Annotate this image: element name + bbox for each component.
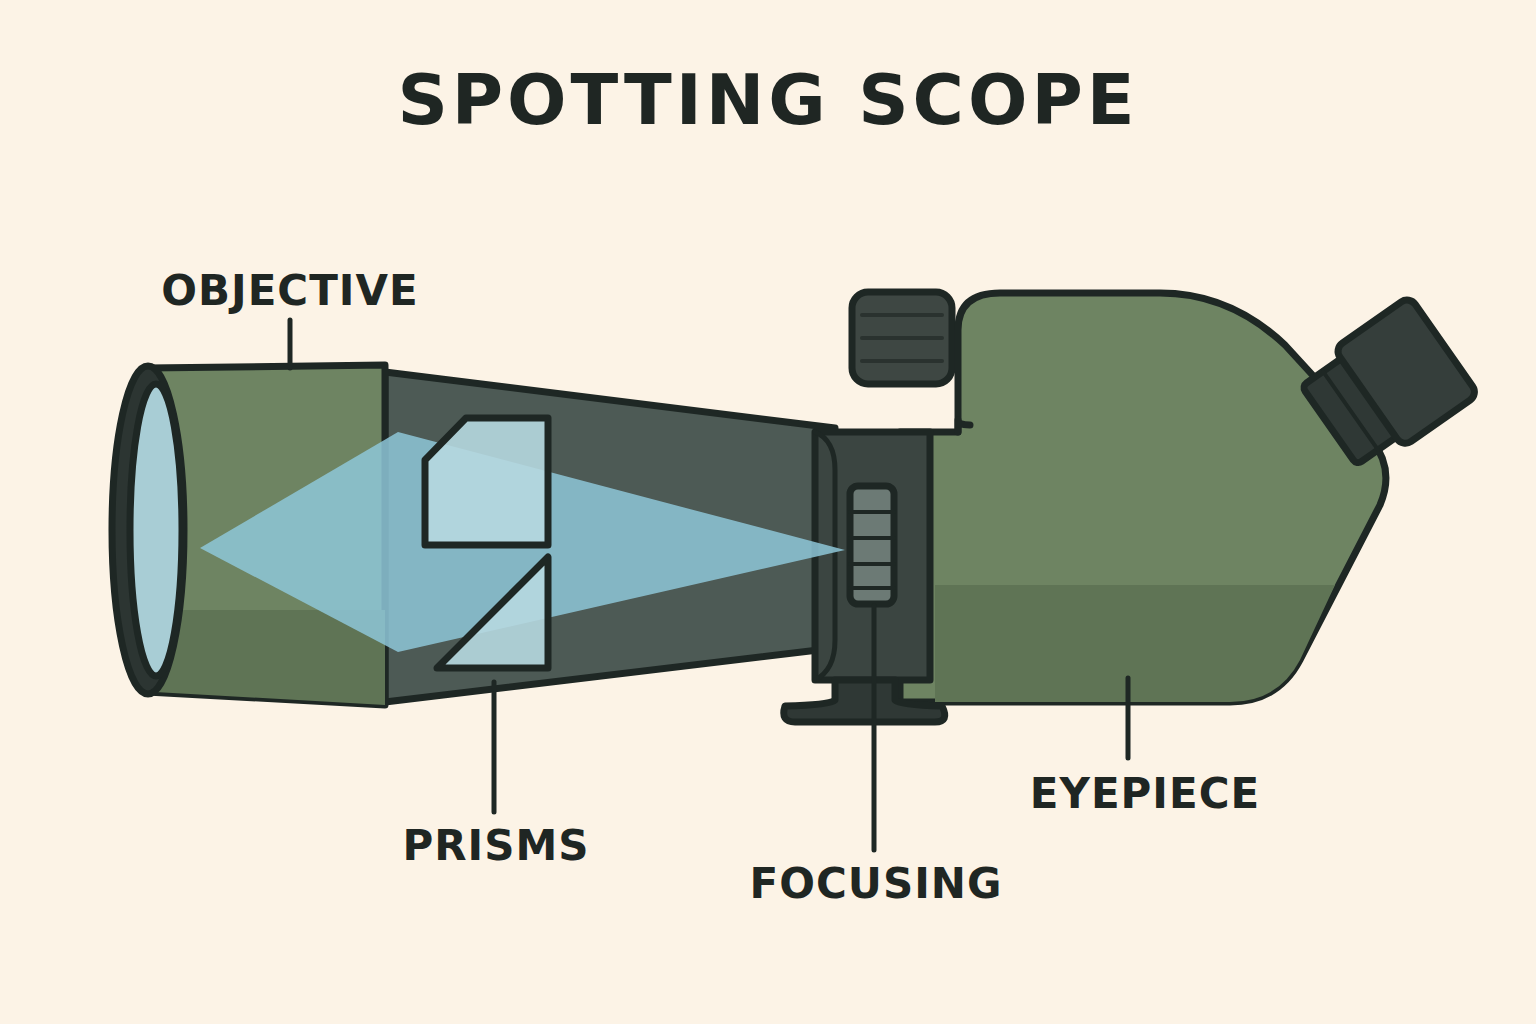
rear-body bbox=[900, 293, 1386, 702]
body-shade bbox=[935, 585, 1335, 702]
focus-ring bbox=[850, 486, 894, 604]
focus-ring-grip bbox=[850, 512, 894, 588]
eyepiece bbox=[1295, 296, 1479, 475]
prism bbox=[437, 557, 548, 668]
part-label: EYEPIECE bbox=[1030, 773, 1260, 815]
leader-line bbox=[290, 320, 1128, 850]
title: SPOTTING SCOPE bbox=[397, 65, 1138, 135]
objective-rim bbox=[112, 366, 184, 694]
focus-knob bbox=[852, 292, 952, 384]
part-label: OBJECTIVE bbox=[161, 270, 418, 312]
mount-foot bbox=[784, 680, 945, 722]
knob-grip bbox=[862, 315, 942, 361]
objective-lens bbox=[130, 384, 182, 676]
part-label: FOCUSING bbox=[750, 863, 1003, 905]
prism bbox=[425, 418, 548, 545]
part-label: PRISMS bbox=[402, 825, 589, 867]
